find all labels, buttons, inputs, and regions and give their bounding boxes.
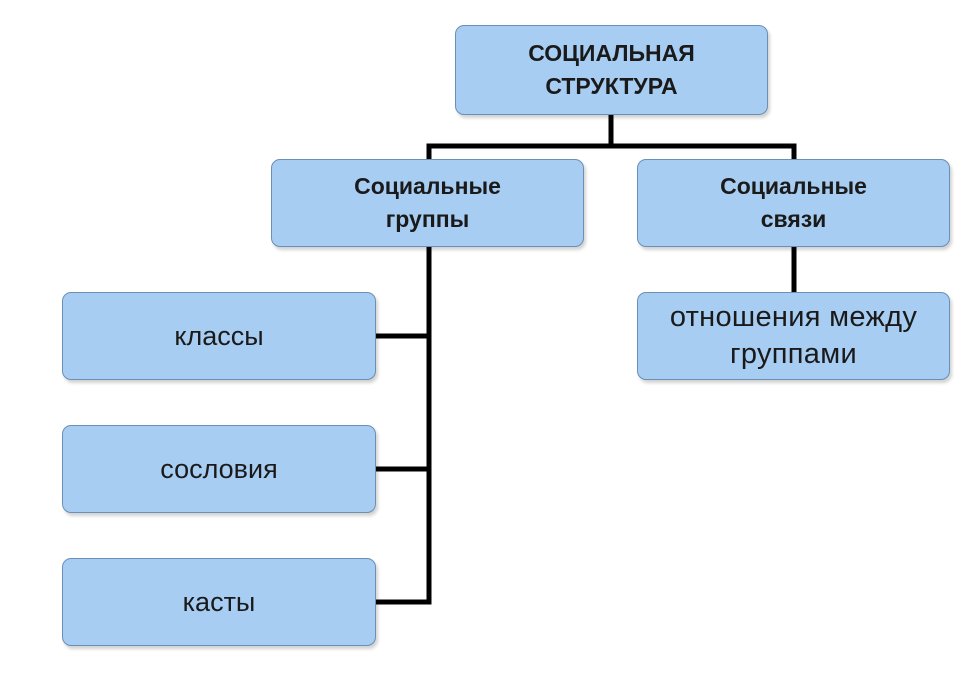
node-estates: сословия <box>62 425 376 513</box>
node-castes: касты <box>62 558 376 646</box>
node-social-links: Социальные связи <box>637 159 950 247</box>
node-social-groups: Социальные группы <box>271 159 584 247</box>
node-social-links-label: Социальные связи <box>720 173 867 232</box>
node-castes-label: касты <box>182 587 256 617</box>
node-social-groups-label: Социальные группы <box>354 173 501 232</box>
node-classes-label: классы <box>174 321 264 351</box>
node-relations-label: отношения между группами <box>669 301 918 370</box>
node-relations-between-groups: отношения между группами <box>637 292 950 380</box>
node-estates-label: сословия <box>160 454 278 484</box>
node-social-structure-label: СОЦИАЛЬНАЯ СТРУКТУРА <box>528 40 695 99</box>
node-classes: классы <box>62 292 376 380</box>
node-social-structure: СОЦИАЛЬНАЯ СТРУКТУРА <box>455 25 768 115</box>
